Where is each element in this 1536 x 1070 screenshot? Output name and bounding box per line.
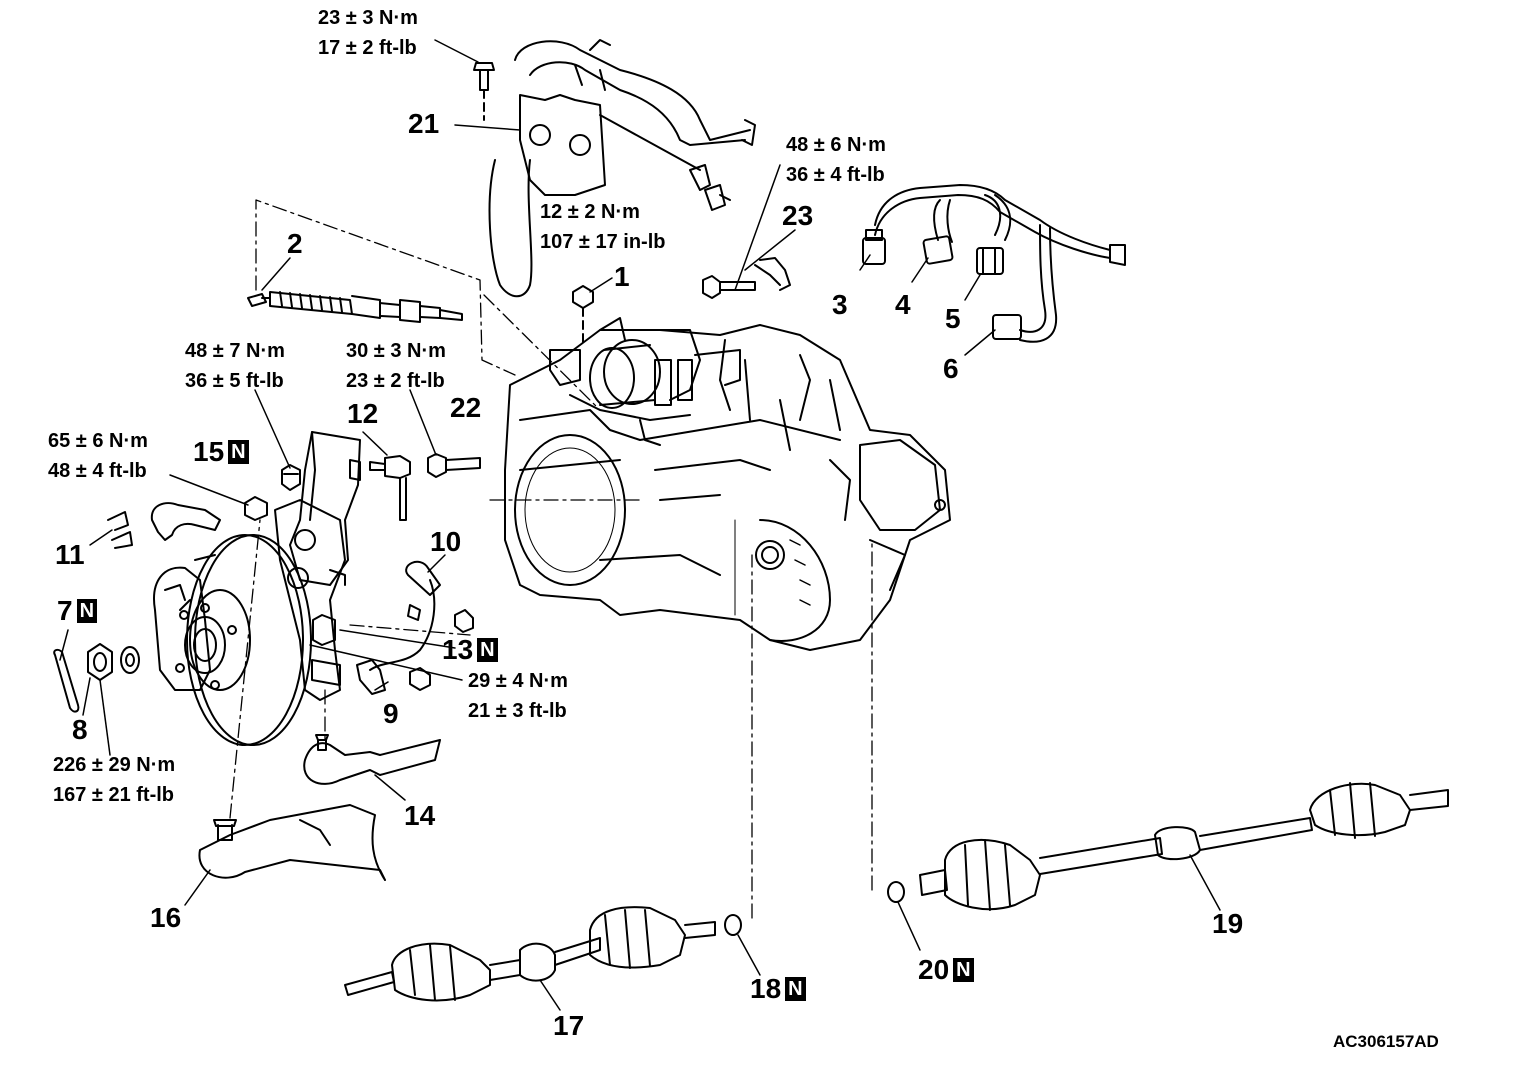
wiring-harness	[874, 184, 1126, 343]
callout-10: 10	[430, 526, 462, 557]
callout-7-number: 7	[57, 595, 73, 626]
torque-22: 30 ± 3 N·m 23 ± 2 ft-lb	[346, 336, 446, 396]
torque-1: 12 ± 2 N·m 107 ± 17 in-lb	[540, 197, 665, 257]
callout-23: 23	[782, 200, 814, 231]
torque-1-imperial: 107 ± 17 in-lb	[540, 231, 666, 253]
callout-8: 8	[72, 714, 88, 745]
callout-14: 14	[404, 800, 436, 831]
brake-hose	[150, 502, 221, 541]
knuckle	[274, 499, 346, 701]
connector-6	[992, 314, 1022, 340]
hose-bracket-assembly	[488, 39, 756, 298]
callout-18-number: 18	[750, 973, 782, 1004]
torque-21-imperial: 17 ± 2 ft-lb	[318, 37, 417, 59]
callout-5: 5	[945, 303, 961, 334]
brake-disc	[179, 534, 312, 746]
torque-48-7-imperial: 36 ± 5 ft-lb	[185, 370, 284, 392]
callout-6: 6	[943, 353, 959, 384]
sensor-9	[356, 659, 431, 695]
callout-21: 21	[408, 108, 440, 139]
assembly-lines	[229, 199, 873, 919]
leader-lines	[59, 39, 1221, 1011]
nut-48	[281, 464, 301, 491]
callout-20-number: 20	[918, 954, 950, 985]
bolt-22	[427, 453, 481, 478]
torque-23-metric: 48 ± 6 N·m	[786, 134, 886, 156]
callout-19: 19	[1212, 908, 1244, 939]
hub	[175, 603, 237, 690]
callout-1: 1	[614, 261, 630, 292]
callout-11: 11	[55, 539, 85, 570]
callout-15-number: 15	[193, 436, 225, 467]
callout-2: 2	[287, 228, 303, 259]
new-part-badge: N	[477, 638, 498, 662]
drive-shaft-17	[344, 906, 716, 1002]
new-part-badge: N	[76, 599, 98, 623]
callout-12: 12	[347, 398, 379, 429]
washer-and-nut-8	[87, 643, 140, 681]
torque-1-metric: 12 ± 2 N·m	[540, 201, 640, 223]
new-part-badge: N	[228, 440, 249, 464]
nut-15	[244, 496, 268, 521]
callout-3: 3	[832, 289, 848, 320]
clip-11	[107, 511, 133, 549]
torque-48-7: 48 ± 7 N·m 36 ± 5 ft-lb	[185, 336, 285, 396]
new-part-badge: N	[953, 958, 974, 982]
torque-9: 29 ± 4 N·m 21 ± 3 ft-lb	[468, 666, 568, 726]
torque-15: 65 ± 6 N·m 48 ± 4 ft-lb	[48, 426, 148, 486]
torque-15-metric: 65 ± 6 N·m	[48, 430, 148, 452]
transaxle-case	[504, 324, 951, 651]
connector-4	[922, 235, 954, 265]
stabilizer-link-12	[369, 455, 411, 521]
torque-48-7-metric: 48 ± 7 N·m	[185, 340, 285, 362]
circlip-20	[887, 881, 905, 903]
torque-22-imperial: 23 ± 2 ft-lb	[346, 370, 445, 392]
callout-22: 22	[450, 392, 482, 423]
lower-arm-16	[198, 804, 386, 881]
nut-13	[312, 614, 336, 646]
shift-mechanism	[549, 317, 741, 446]
torque-21: 23 ± 3 N·m 17 ± 2 ft-lb	[318, 3, 418, 63]
bolt-23	[702, 257, 791, 299]
strut-lower	[289, 431, 361, 586]
torque-8-metric: 226 ± 29 N·m	[53, 754, 176, 776]
new-part-badge: N	[785, 977, 806, 1001]
torque-9-imperial: 21 ± 3 ft-lb	[468, 700, 567, 722]
callout-17: 17	[553, 1010, 585, 1041]
connector-3	[862, 229, 886, 265]
callout-4: 4	[895, 289, 911, 320]
figure-id: AC306157AD	[1333, 1032, 1439, 1051]
abs-sensor-10	[369, 560, 474, 671]
connector-5	[976, 247, 1004, 275]
torque-23-imperial: 36 ± 4 ft-lb	[786, 164, 885, 186]
torque-22-metric: 30 ± 3 N·m	[346, 340, 446, 362]
torque-21-metric: 23 ± 3 N·m	[318, 7, 418, 29]
callout-13-number: 13	[442, 634, 474, 665]
torque-8: 226 ± 29 N·m 167 ± 21 ft-lb	[53, 750, 175, 810]
torque-15-imperial: 48 ± 4 ft-lb	[48, 460, 147, 482]
nut-1	[572, 285, 594, 346]
torque-9-metric: 29 ± 4 N·m	[468, 670, 568, 692]
shift-cable-2	[247, 291, 463, 323]
callout-9: 9	[383, 698, 399, 729]
drive-shaft-19	[919, 782, 1449, 911]
torque-23: 48 ± 6 N·m 36 ± 4 ft-lb	[786, 130, 886, 190]
circlip-18	[724, 914, 742, 936]
hub-shield	[153, 566, 211, 691]
torque-8-imperial: 167 ± 21 ft-lb	[53, 784, 175, 806]
bolt-21	[473, 62, 495, 121]
cotter-pin-7	[53, 648, 80, 713]
tie-rod-14	[303, 734, 441, 785]
callout-16: 16	[150, 902, 182, 933]
